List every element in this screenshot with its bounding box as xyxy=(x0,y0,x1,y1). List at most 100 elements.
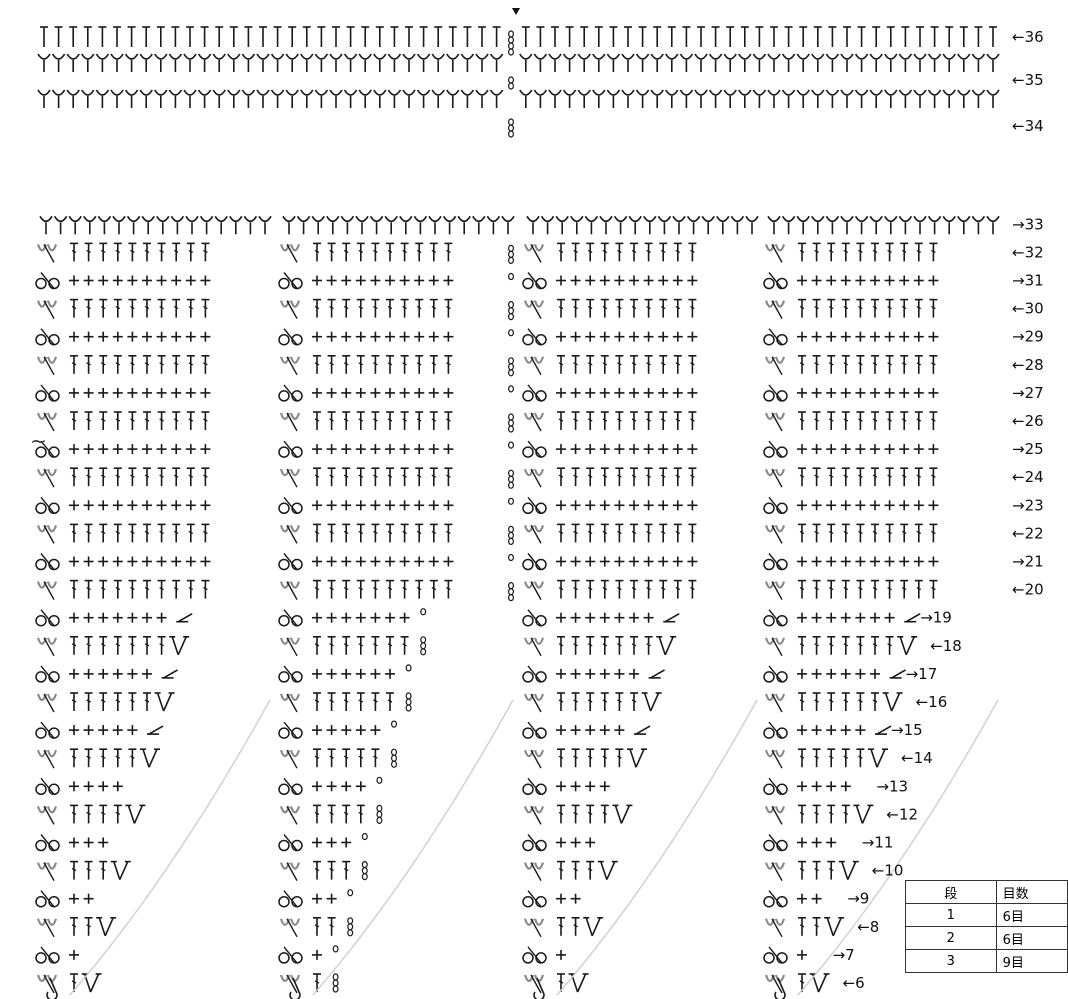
dc-stitch-icon xyxy=(572,805,580,823)
shell-stitch-icon xyxy=(38,244,56,262)
dc-stitch-icon xyxy=(900,300,908,318)
sc-stitch-icon xyxy=(69,781,79,791)
sc-stitch-icon xyxy=(171,444,181,454)
v-shell-stitch-icon xyxy=(783,216,795,234)
dc-stitch-icon xyxy=(415,300,423,318)
dc-stitch-icon xyxy=(313,805,321,823)
dc-stitch-icon xyxy=(915,412,923,430)
v-shell-stitch-icon xyxy=(885,216,897,234)
sc-stitch-icon xyxy=(812,613,822,623)
shell-stitch-icon xyxy=(281,413,299,431)
dc-stitch-icon xyxy=(856,468,864,486)
sc-stitch-icon xyxy=(600,557,610,567)
v-shell-stitch-icon xyxy=(768,90,780,108)
v-shell-stitch-icon xyxy=(972,216,984,234)
sc-stitch-icon xyxy=(327,276,337,286)
dc-stitch-icon xyxy=(557,356,565,374)
dc-stitch-icon xyxy=(114,749,122,767)
dc-stitch-icon xyxy=(557,749,565,767)
dc-stitch-icon xyxy=(630,693,638,711)
dc-stitch-icon xyxy=(572,468,580,486)
v-shell-stitch-icon xyxy=(96,54,108,72)
cluster-stitch-icon xyxy=(523,891,546,907)
dc-stitch-icon xyxy=(143,356,151,374)
shell-stitch-icon xyxy=(38,919,56,937)
sc-stitch-icon xyxy=(644,276,654,286)
sc-stitch-icon xyxy=(899,388,909,398)
dc-stitch-icon xyxy=(915,300,923,318)
v-shell-stitch-icon xyxy=(666,90,678,108)
sc-stitch-icon xyxy=(341,838,351,848)
dc-stitch-icon xyxy=(886,300,894,318)
dc-stitch-icon xyxy=(187,356,195,374)
sc-stitch-icon xyxy=(84,276,94,286)
sc-stitch-icon xyxy=(658,557,668,567)
sc-stitch-icon xyxy=(797,725,807,735)
dc-stitch-icon xyxy=(99,805,107,823)
sc-stitch-icon xyxy=(571,500,581,510)
v-shell-stitch-icon xyxy=(680,54,692,72)
sc-stitch-icon xyxy=(157,332,167,342)
v-shell-stitch-icon xyxy=(155,90,167,108)
v-shell-stitch-icon xyxy=(84,216,96,234)
sc-stitch-icon xyxy=(797,444,807,454)
sc-stitch-icon xyxy=(356,444,366,454)
v-shell-stitch-icon xyxy=(812,216,824,234)
dc-stitch-icon xyxy=(201,356,209,374)
dc-stitch-icon xyxy=(201,243,209,261)
sc-stitch-icon xyxy=(127,444,137,454)
table-row: 1 6目 xyxy=(906,904,1068,927)
row-label: ←32 xyxy=(1012,243,1044,261)
dc-stitch-icon xyxy=(172,581,180,599)
dc-stitch-icon xyxy=(415,468,423,486)
dc-stitch-icon xyxy=(856,356,864,374)
cluster-stitch-icon xyxy=(764,610,787,626)
dc-stitch-icon xyxy=(85,412,93,430)
dc-stitch-icon xyxy=(143,693,151,711)
row-label: →33 xyxy=(1012,215,1044,233)
sc-stitch-icon xyxy=(841,276,851,286)
v-shell-stitch-icon xyxy=(856,54,868,72)
dc-stitch-icon xyxy=(827,243,835,261)
chain-stitch-icon xyxy=(348,890,353,896)
dc-stitch-icon xyxy=(328,356,336,374)
sc-stitch-icon xyxy=(84,500,94,510)
dc-stitch-icon xyxy=(900,243,908,261)
sc-stitch-icon xyxy=(556,894,566,904)
sc-stitch-icon xyxy=(629,500,639,510)
sc-stitch-icon xyxy=(370,613,380,623)
sc-stitch-icon xyxy=(899,557,909,567)
sc-stitch-icon xyxy=(200,557,210,567)
dc-stitch-icon xyxy=(415,524,423,542)
cluster-stitch-icon xyxy=(36,835,59,851)
dc-stitch-icon xyxy=(158,243,166,261)
dc-stitch-icon xyxy=(313,468,321,486)
turning-stitch-icon xyxy=(649,670,665,678)
sc-stitch-icon xyxy=(614,725,624,735)
sc-stitch-icon xyxy=(69,332,79,342)
dc-stitch-icon xyxy=(70,637,78,655)
cluster-stitch-icon xyxy=(279,778,302,794)
sc-stitch-icon xyxy=(629,613,639,623)
sc-stitch-icon xyxy=(644,557,654,567)
dc-stitch-icon xyxy=(557,693,565,711)
sc-stitch-icon xyxy=(385,613,395,623)
dc-stitch-icon xyxy=(342,468,350,486)
cluster-stitch-icon xyxy=(764,273,787,289)
cluster-stitch-icon xyxy=(36,610,59,626)
sc-stitch-icon xyxy=(98,332,108,342)
dc-stitch-icon xyxy=(615,356,623,374)
dc-stitch-icon xyxy=(557,243,565,261)
sc-stitch-icon xyxy=(98,444,108,454)
dc-stitch-icon xyxy=(357,412,365,430)
increase-v-icon xyxy=(111,862,131,880)
dc-stitch-icon xyxy=(401,524,409,542)
sc-stitch-icon xyxy=(385,669,395,679)
sc-stitch-icon xyxy=(414,557,424,567)
v-shell-stitch-icon xyxy=(987,90,999,108)
shell-stitch-icon xyxy=(281,469,299,487)
sc-stitch-icon xyxy=(585,332,595,342)
dc-stitch-icon xyxy=(813,693,821,711)
cluster-stitch-icon xyxy=(36,666,59,682)
v-shell-stitch-icon xyxy=(549,90,561,108)
